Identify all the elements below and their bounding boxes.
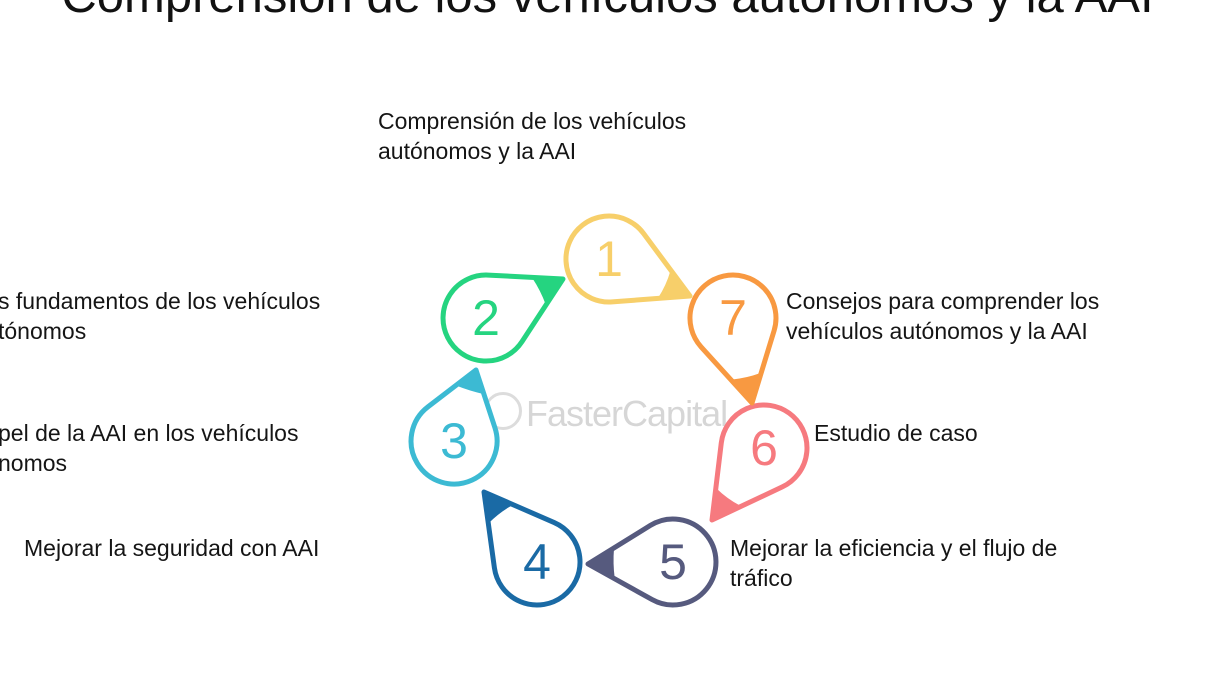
step-1-line-1: Comprensión de los vehículos bbox=[378, 108, 687, 134]
step-1-marker: 1 bbox=[563, 213, 693, 305]
step-7-teardrop bbox=[687, 272, 779, 406]
step-2-line-1: s fundamentos de los vehículos bbox=[0, 288, 321, 314]
step-1-number: 1 bbox=[595, 231, 623, 287]
step-4-teardrop bbox=[481, 489, 583, 608]
step-2-label: s fundamentos de los vehículos tónomos bbox=[0, 286, 320, 346]
step-7-tip bbox=[730, 373, 762, 404]
step-2-teardrop bbox=[440, 272, 566, 364]
step-7-number: 7 bbox=[719, 290, 747, 346]
step-5-marker: 5 bbox=[585, 516, 719, 608]
step-1-tip bbox=[657, 270, 691, 300]
step-4-number: 4 bbox=[523, 534, 551, 590]
step-3-label: pel de la AAI en los vehículos nomos bbox=[0, 418, 298, 478]
step-1-label: Comprensión de los vehículos autónomos y… bbox=[378, 106, 686, 166]
step-5-line-1: Mejorar la eficiencia y el flujo de bbox=[730, 535, 1058, 561]
step-3-number: 3 bbox=[440, 413, 468, 469]
step-6-label: Estudio de caso bbox=[814, 418, 978, 448]
step-6-number: 6 bbox=[750, 420, 778, 476]
step-7-marker: 7 bbox=[687, 272, 779, 406]
step-1-line-2: autónomos y la AAI bbox=[378, 138, 577, 164]
step-7-label: Consejos para comprender los vehículos a… bbox=[786, 286, 1099, 346]
step-2-tip bbox=[532, 276, 564, 305]
step-3-teardrop bbox=[408, 367, 500, 487]
step-3-marker: 3 bbox=[408, 367, 500, 487]
step-5-line-2: tráfico bbox=[730, 565, 793, 591]
step-4-label: Mejorar la seguridad con AAI bbox=[24, 533, 319, 563]
step-6-tip bbox=[711, 488, 742, 521]
step-2-line-2: tónomos bbox=[0, 318, 87, 344]
step-4-line-1: Mejorar la seguridad con AAI bbox=[24, 535, 320, 561]
step-4-marker: 4 bbox=[481, 489, 583, 608]
step-5-teardrop bbox=[585, 516, 719, 608]
step-6-teardrop bbox=[709, 402, 810, 523]
step-3-tip bbox=[455, 369, 485, 394]
step-2-marker: 2 bbox=[440, 272, 566, 364]
step-3-line-2: nomos bbox=[0, 450, 68, 476]
step-5-label: Mejorar la eficiencia y el flujo de tráf… bbox=[730, 533, 1057, 593]
step-6-marker: 6 bbox=[709, 402, 810, 523]
step-2-number: 2 bbox=[472, 290, 500, 346]
watermark-text: FasterCapital bbox=[526, 393, 728, 434]
step-7-line-2: vehículos autónomos y la AAI bbox=[786, 318, 1088, 344]
step-3-line-1: pel de la AAI en los vehículos bbox=[0, 420, 299, 446]
step-6-line-1: Estudio de caso bbox=[814, 420, 978, 446]
step-7-line-1: Consejos para comprender los bbox=[786, 288, 1100, 314]
step-1-teardrop bbox=[563, 213, 693, 305]
step-5-number: 5 bbox=[659, 534, 687, 590]
step-4-tip bbox=[483, 491, 514, 524]
page-title: Comprensión de los vehículos autónomos y… bbox=[0, 0, 1215, 26]
step-5-tip bbox=[587, 547, 615, 580]
